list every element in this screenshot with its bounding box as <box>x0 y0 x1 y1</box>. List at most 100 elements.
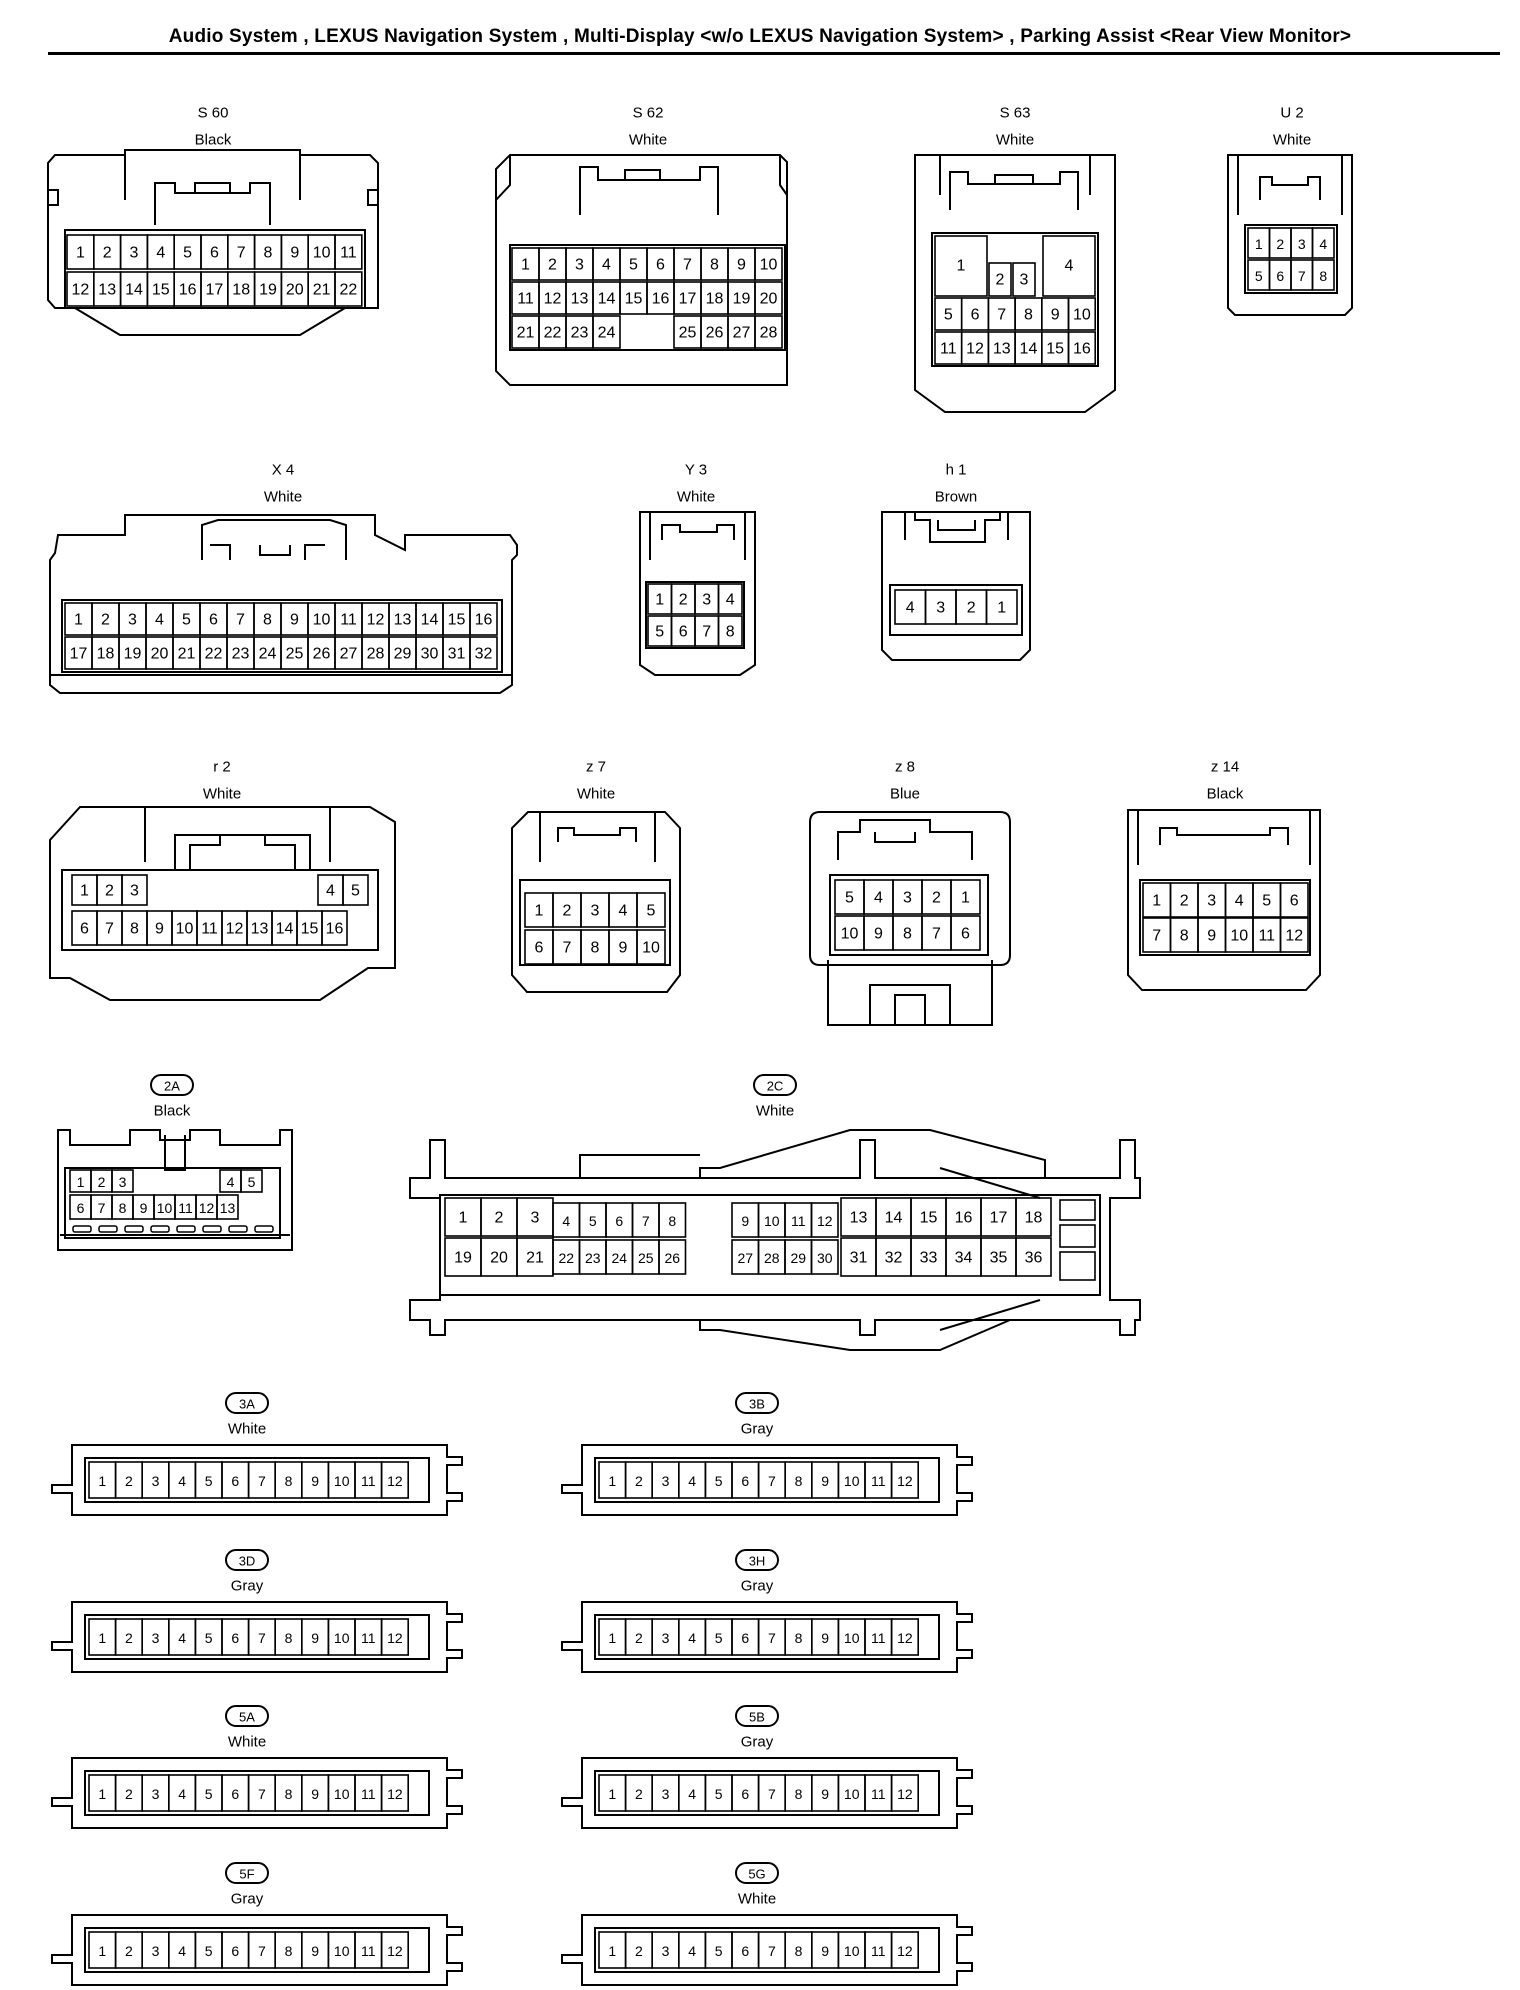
pin-number: 6 <box>741 1473 749 1489</box>
connector-color: Brown <box>935 489 978 506</box>
pin-number: 3 <box>1020 272 1029 289</box>
pin-number: 14 <box>421 612 439 629</box>
pin-number: 5 <box>845 890 854 907</box>
pin-number: 3 <box>1298 236 1306 252</box>
pin-number: 14 <box>125 282 143 299</box>
pin-number: 1 <box>76 245 85 262</box>
pin-number: 5 <box>715 1786 723 1802</box>
pin-number: 15 <box>448 612 466 629</box>
pin-number: 24 <box>598 325 616 342</box>
pin-number: 18 <box>97 646 115 663</box>
pin-number: 2 <box>98 1174 106 1190</box>
pin-number: 8 <box>795 1943 803 1959</box>
pin-number: 16 <box>475 612 493 629</box>
connector-color: White <box>996 132 1034 149</box>
pin-number: 7 <box>563 940 572 957</box>
connector-y3-body <box>639 511 756 676</box>
pin-number: 16 <box>179 282 197 299</box>
pin-number: 1 <box>98 1943 106 1959</box>
pin-number: 6 <box>961 926 970 943</box>
pin-number: 11 <box>871 1473 886 1489</box>
pin-number: 4 <box>562 1213 570 1229</box>
pin-number: 10 <box>764 1213 780 1229</box>
pin-number: 4 <box>688 1943 696 1959</box>
pin-number: 10 <box>844 1630 860 1646</box>
pin-number: 9 <box>290 245 299 262</box>
connector-badge <box>735 1392 779 1414</box>
pin-number: 13 <box>993 341 1011 358</box>
pin-number: 15 <box>1046 341 1064 358</box>
pin-number: 5 <box>944 307 953 324</box>
pin-number: 15 <box>152 282 170 299</box>
pin-number: 2 <box>495 1210 504 1227</box>
pin-number: 2 <box>125 1786 133 1802</box>
pin-number: 4 <box>688 1630 696 1646</box>
pin-number: 12 <box>387 1786 403 1802</box>
strip-body <box>561 1444 973 1516</box>
pin-number: 20 <box>151 646 169 663</box>
pin-number: 21 <box>526 1250 544 1267</box>
pin-number: 3 <box>130 245 139 262</box>
pin-number: 7 <box>237 245 246 262</box>
pin-number: 4 <box>178 1630 186 1646</box>
connector-color: Blue <box>890 786 920 803</box>
pin-number: 3 <box>936 600 945 617</box>
pin-number: 5 <box>655 624 664 641</box>
pin-number: 24 <box>611 1250 627 1266</box>
connector-badge <box>225 1392 269 1414</box>
pin-number: 25 <box>638 1250 654 1266</box>
pin-cell <box>380 1618 410 1656</box>
pin-number: 5 <box>629 257 638 274</box>
pin-number: 4 <box>1235 893 1244 910</box>
pin-number: 12 <box>1285 928 1303 945</box>
pin-number: 4 <box>726 592 735 609</box>
pin-number: 5 <box>205 1786 213 1802</box>
connector-color: Gray <box>741 1421 774 1438</box>
pin-number: 5 <box>589 1213 597 1229</box>
pin-number: 23 <box>585 1250 601 1266</box>
pin-number: 14 <box>885 1210 903 1227</box>
pin-number: 27 <box>733 325 751 342</box>
pin-cell <box>592 315 621 349</box>
connector-badge <box>735 1705 779 1727</box>
pin-number: 1 <box>535 903 544 920</box>
pin-number: 16 <box>1073 341 1091 358</box>
connector-color: Gray <box>231 1891 264 1908</box>
pin-number: 6 <box>741 1630 749 1646</box>
pin-number: 3 <box>152 1943 160 1959</box>
pin-cell <box>950 879 981 915</box>
pin-number: 13 <box>98 282 116 299</box>
latch-slot <box>228 1225 248 1233</box>
connector-id: Y 3 <box>685 462 707 479</box>
connector-color: Black <box>1207 786 1244 803</box>
pin-number: 9 <box>290 612 299 629</box>
pin-block <box>889 584 1023 636</box>
pin-cell <box>1279 917 1309 953</box>
pin-cell <box>469 636 498 670</box>
pin-number: 5 <box>1262 893 1271 910</box>
pin-number: 28 <box>367 646 385 663</box>
connector-s63-body <box>914 154 1116 413</box>
pin-number: 15 <box>920 1210 938 1227</box>
pin-cell <box>636 929 666 965</box>
pin-number: 6 <box>971 307 980 324</box>
connector-color: White <box>577 786 615 803</box>
connector-id: 5A <box>239 1710 255 1725</box>
pin-cell <box>658 1239 687 1275</box>
pin-number: 8 <box>285 1943 293 1959</box>
pin-block <box>84 1927 430 1973</box>
pin-cell <box>216 1194 239 1220</box>
pin-number: 10 <box>313 612 331 629</box>
pin-cell <box>890 1618 919 1656</box>
pin-number: 12 <box>387 1473 403 1489</box>
pin-number: 12 <box>897 1943 913 1959</box>
pin-number: 23 <box>571 325 589 342</box>
pin-number: 10 <box>334 1943 350 1959</box>
connector-id: 2A <box>164 1079 180 1094</box>
side-slot <box>1059 1224 1096 1248</box>
pin-number: 12 <box>817 1213 833 1229</box>
connector-color: Gray <box>231 1578 264 1595</box>
pin-number: 2 <box>635 1630 643 1646</box>
pin-number: 25 <box>286 646 304 663</box>
pin-cell <box>380 1774 410 1812</box>
